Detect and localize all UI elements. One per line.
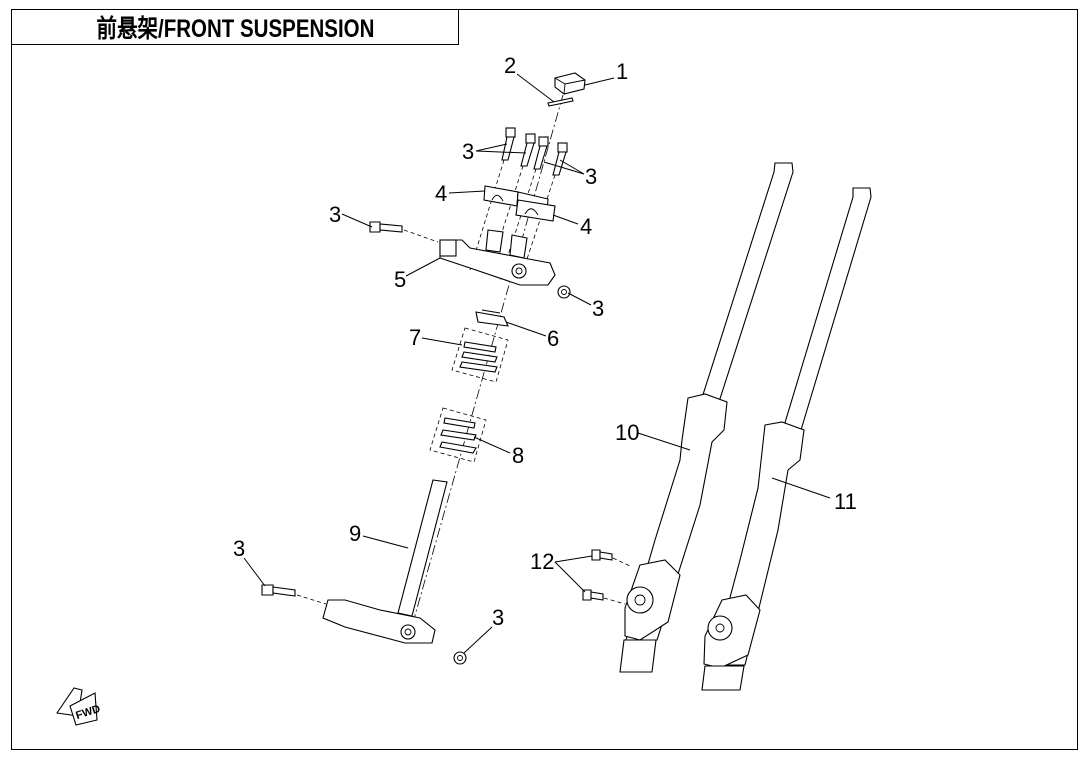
part-lower-bearing-kit[interactable] bbox=[429, 407, 487, 463]
callout-3: 3 bbox=[462, 139, 474, 164]
callout-10: 10 bbox=[615, 420, 639, 445]
part-pinch-bolt-lower[interactable] bbox=[453, 651, 467, 665]
part-handlebar-clamps[interactable] bbox=[483, 185, 556, 222]
fwd-direction-badge: FWD bbox=[56, 687, 102, 726]
title-box: 前悬架/FRONT SUSPENSION bbox=[11, 9, 459, 45]
part-upper-bearing-kit[interactable] bbox=[451, 327, 509, 383]
part-right-fork-leg[interactable] bbox=[701, 187, 872, 691]
callout-3: 3 bbox=[329, 202, 341, 227]
part-pinch-bolt-upper[interactable] bbox=[557, 285, 571, 299]
callout-1: 1 bbox=[616, 59, 628, 84]
part-nut[interactable] bbox=[554, 72, 586, 95]
callout-11: 11 bbox=[834, 489, 857, 514]
callout-3: 3 bbox=[585, 164, 597, 189]
callout-leaders bbox=[243, 73, 831, 654]
callout-labels: 1 2 3 3 3 3 3 3 4 4 5 6 7 8 9 10 11 12 bbox=[233, 53, 857, 630]
part-caliper-bolts[interactable] bbox=[582, 549, 631, 605]
part-side-bolt-upper[interactable] bbox=[369, 221, 439, 243]
part-upper-triple-clamp[interactable] bbox=[439, 229, 556, 286]
callout-4: 4 bbox=[435, 181, 447, 206]
part-dust-seal[interactable] bbox=[475, 309, 509, 327]
callout-8: 8 bbox=[512, 443, 524, 468]
part-washer[interactable] bbox=[547, 97, 574, 107]
drawing-frame bbox=[11, 9, 1078, 750]
callout-7: 7 bbox=[409, 325, 421, 350]
part-clamp-bolts[interactable] bbox=[469, 127, 568, 281]
callout-12: 12 bbox=[530, 549, 554, 574]
callout-2: 2 bbox=[504, 53, 516, 78]
callout-3: 3 bbox=[492, 605, 504, 630]
callout-6: 6 bbox=[547, 326, 559, 351]
callout-3: 3 bbox=[233, 536, 245, 561]
part-left-fork-leg[interactable] bbox=[619, 162, 794, 673]
callout-9: 9 bbox=[349, 521, 361, 546]
part-steering-stem[interactable] bbox=[322, 479, 448, 644]
part-side-bolt-lower[interactable] bbox=[261, 584, 327, 605]
callout-5: 5 bbox=[394, 267, 406, 292]
callout-3: 3 bbox=[592, 296, 604, 321]
callout-4: 4 bbox=[580, 214, 592, 239]
page-title: 前悬架/FRONT SUSPENSION bbox=[96, 15, 374, 43]
